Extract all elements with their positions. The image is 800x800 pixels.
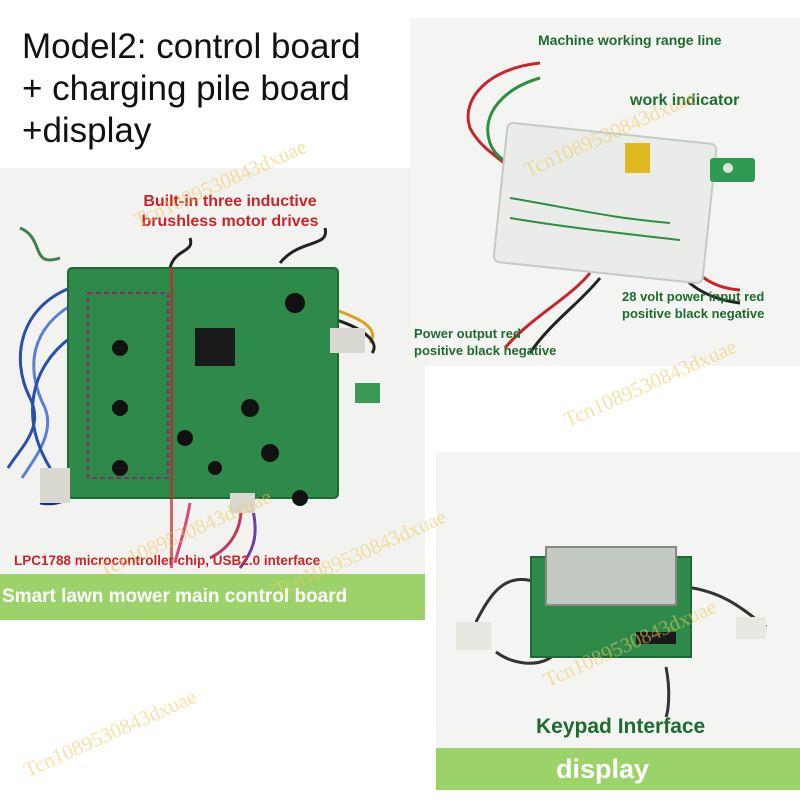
- main-board-banner: Smart lawn mower main control board: [0, 574, 425, 620]
- grey-wires: [509, 197, 681, 241]
- display-banner: display: [436, 748, 800, 790]
- title-line-2: + charging pile board: [22, 69, 350, 108]
- title-line-3: +display: [22, 111, 152, 150]
- mcu-note: LPC1788 microcontroller chip, USB2.0 int…: [14, 553, 321, 568]
- power-input-note-line-1: 28 volt power input red: [622, 289, 765, 304]
- main-board-panel: Built-in three inductive brushless motor…: [0, 168, 425, 620]
- led: [723, 163, 733, 173]
- power-input-note-line-2: positive black negative: [622, 306, 765, 321]
- motor-driver-note-line-2: brushless motor drives: [141, 213, 319, 230]
- keypad-connector: [636, 632, 676, 644]
- pcb-body: [67, 267, 339, 499]
- display-panel: Keypad Interface display: [436, 452, 800, 790]
- connectors: [40, 328, 380, 513]
- cable-plug-right: [736, 617, 766, 639]
- motor-driver-note-line-1: Built-in three inductive: [143, 193, 317, 210]
- capacitors: [112, 293, 308, 506]
- display-banner-text: display: [556, 754, 650, 784]
- capacitor-yellow: [625, 143, 650, 173]
- mcu-chip: [195, 328, 235, 366]
- main-board-banner-text: Smart lawn mower main control board: [2, 586, 348, 607]
- watermark: Tcn1089530843dxuae: [20, 684, 200, 782]
- main-board-photo: [6, 226, 380, 569]
- charging-board-photo: [466, 61, 755, 354]
- power-output-note-line-2: positive black negative: [414, 343, 557, 358]
- pointer-line: [170, 268, 173, 568]
- motor-driver-note: Built-in three inductive brushless motor…: [130, 192, 330, 232]
- motor-driver-zone: [87, 292, 169, 479]
- work-indicator-note: work indicator: [630, 92, 740, 109]
- charging-board-panel: Machine working range line work indicato…: [410, 18, 800, 366]
- charging-board-casing: [492, 122, 718, 284]
- lcd-screen: [545, 546, 677, 606]
- page-title: Model2: control board + charging pile bo…: [22, 26, 402, 152]
- power-output-note-line-1: Power output red: [414, 326, 521, 341]
- cable-plug-left: [456, 622, 491, 650]
- keypad-note: Keypad Interface: [536, 715, 706, 738]
- title-line-1: Model2: control board: [22, 27, 361, 66]
- power-input-note: 28 volt power input red positive black n…: [622, 288, 764, 322]
- range-line-note: Machine working range line: [538, 32, 722, 48]
- display-board-photo: [456, 546, 767, 718]
- power-output-note: Power output red positive black negative: [414, 325, 556, 359]
